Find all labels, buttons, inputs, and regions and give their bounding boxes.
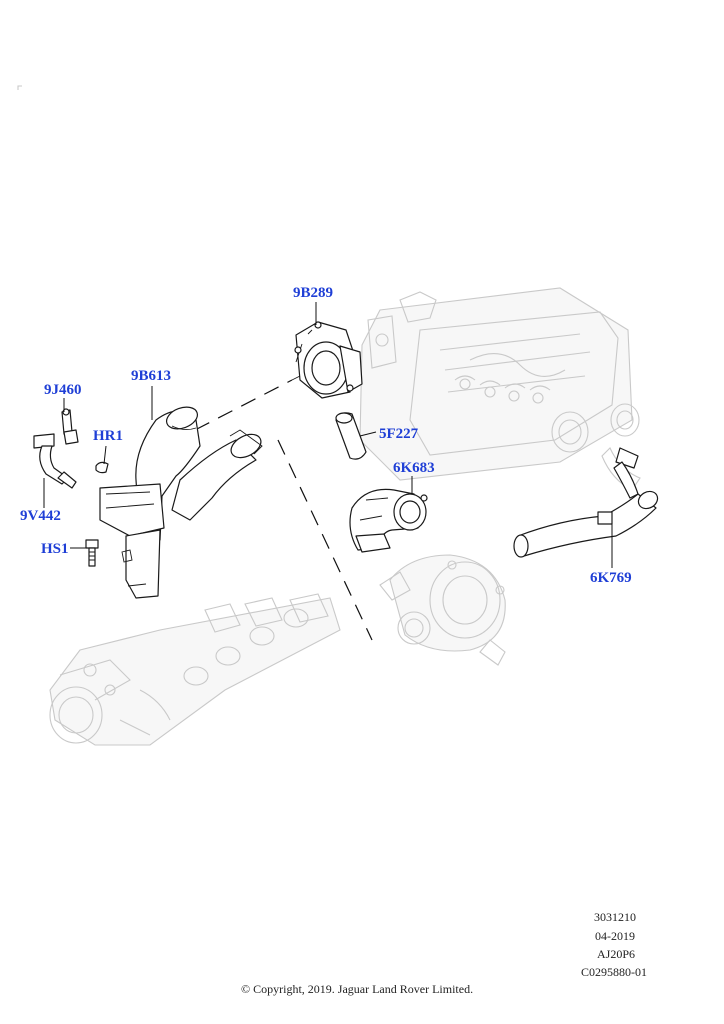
dashed-line-throttle	[194, 379, 293, 431]
callout-5f227: 5F227	[379, 426, 419, 442]
footer-line-3: AJ20P6	[596, 947, 635, 961]
copyright-notice: © Copyright, 2019. Jaguar Land Rover Lim…	[241, 982, 474, 996]
callout-6k683: 6K683	[393, 460, 435, 476]
callout-9b289: 9B289	[293, 285, 334, 301]
hose-5f227	[335, 412, 367, 460]
callout-hs1: HS1	[41, 541, 69, 557]
callout-9b613: 9B613	[131, 368, 172, 384]
callout-9j460: 9J460	[44, 382, 82, 398]
sensor-9j460	[61, 408, 79, 445]
throttle-body-9b289	[291, 321, 363, 399]
leader-lines	[43, 302, 613, 568]
callout-hr1: HR1	[93, 428, 123, 444]
dashed-line-turbo	[277, 439, 373, 641]
intake-manifold-ghost	[359, 287, 641, 491]
elbow-6k683	[349, 488, 428, 553]
registration-mark	[17, 85, 22, 90]
callout-9v442: 9V442	[20, 508, 61, 524]
footer-line-1: 3031210	[594, 910, 636, 924]
callout-6k769: 6K769	[590, 570, 632, 586]
footer-line-2: 04-2019	[595, 929, 635, 943]
turbocharger-ghost	[379, 554, 506, 666]
clip-hr1	[95, 461, 109, 474]
breather-pipe-9v442	[33, 433, 77, 489]
bolt-hs1	[85, 539, 99, 567]
intake-pipe-9b613	[99, 406, 263, 599]
footer-line-4: C0295880-01	[581, 965, 647, 979]
exhaust-manifold-ghost	[49, 593, 341, 746]
